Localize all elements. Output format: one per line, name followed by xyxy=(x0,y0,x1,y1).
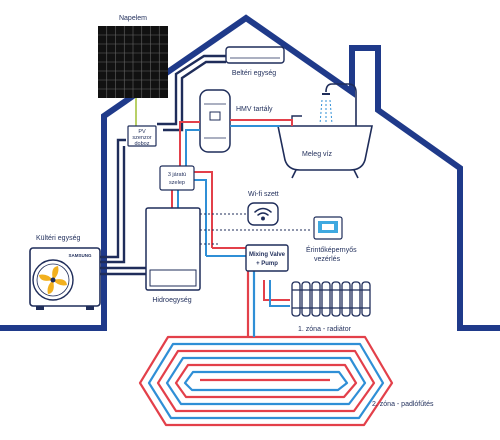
dhw-tank-label: HMV tartály xyxy=(236,106,273,113)
outdoor-unit-label: Kültéri egység xyxy=(36,235,80,242)
hydro-unit-label: Hidroegység xyxy=(152,297,191,304)
bathtub xyxy=(277,83,373,179)
solar-panel-label: Napelem xyxy=(119,15,147,22)
mixing-valve-label-2: + Pump xyxy=(256,261,278,267)
refrigerant-lines xyxy=(100,54,226,276)
pv-sensor-label-2: szenzor xyxy=(132,135,151,141)
pv-sensor-box xyxy=(127,125,157,147)
zone1-label: 1. zóna - radiátor xyxy=(298,326,352,333)
hot-water-label: Meleg víz xyxy=(302,151,332,158)
mixing-valve-label-1: Mixing Valve xyxy=(249,252,286,258)
water-pipes xyxy=(171,119,293,307)
radiator xyxy=(291,281,371,317)
dhw-tank xyxy=(199,89,231,153)
three-way-valve xyxy=(159,165,195,191)
touchscreen-label-2: vezérlés xyxy=(314,256,341,263)
touchscreen-label-1: Érintőképernyős xyxy=(306,245,357,254)
wifi-kit-label: Wi-fi szett xyxy=(248,191,279,198)
pv-sensor-label-1: PV xyxy=(138,129,146,135)
wifi-icon xyxy=(254,207,272,221)
outdoor-unit xyxy=(29,247,101,310)
floor-heating-spiral xyxy=(138,268,394,427)
samsung-logo: SAMSUNG xyxy=(68,253,92,258)
house-outline xyxy=(0,14,500,331)
three-way-valve-label-1: 3 járatú xyxy=(168,172,186,178)
zone2-label: 2. zóna - padlófűtés xyxy=(372,401,434,408)
faucet xyxy=(291,115,302,126)
pv-sensor-label-3: doboz xyxy=(135,141,150,147)
touchscreen-controller xyxy=(313,216,343,240)
three-way-valve-label-2: szelep xyxy=(169,180,185,186)
mixing-valve-pump xyxy=(245,244,289,272)
shower-water xyxy=(319,99,333,125)
hydro-unit xyxy=(145,207,201,291)
indoor-unit xyxy=(225,46,285,64)
control-links xyxy=(200,213,312,245)
indoor-unit-label: Beltéri egység xyxy=(232,70,276,77)
solar-panel xyxy=(98,26,168,98)
wifi-kit xyxy=(247,202,279,226)
